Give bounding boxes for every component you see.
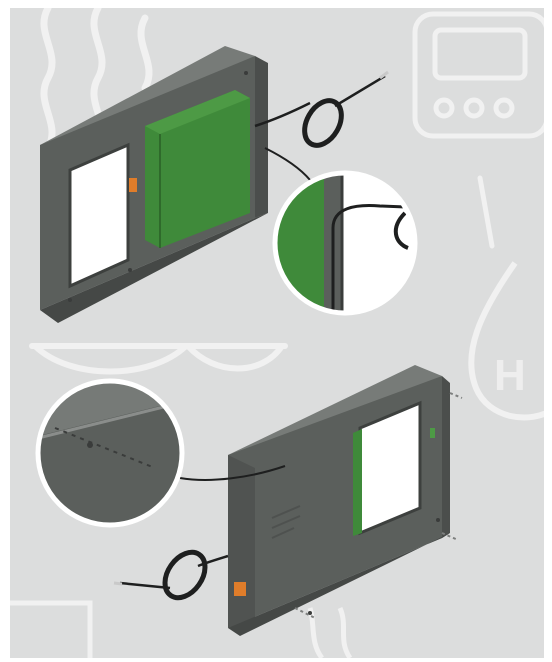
bottom-probe-tip <box>114 583 122 584</box>
bottom-green-clip <box>430 428 435 438</box>
bottom-pcb-sliver <box>353 429 362 536</box>
bottom-housing-right-side <box>442 376 450 538</box>
illustration-canvas: H <box>10 8 544 658</box>
top-connector <box>129 178 137 192</box>
watermark-letter: H <box>494 351 526 400</box>
assembly-illustration: H <box>10 8 544 658</box>
top-screw-1 <box>128 268 132 272</box>
bottom-housing-left-side <box>228 455 255 628</box>
top-screw-2 <box>68 298 72 302</box>
bottom-screw-1 <box>436 518 440 522</box>
top-frame-window <box>70 145 128 286</box>
bottom-screw-2 <box>308 611 312 615</box>
top-screw-3 <box>244 71 248 75</box>
top-frame-right-side <box>255 56 268 218</box>
bottom-connector <box>234 582 246 596</box>
